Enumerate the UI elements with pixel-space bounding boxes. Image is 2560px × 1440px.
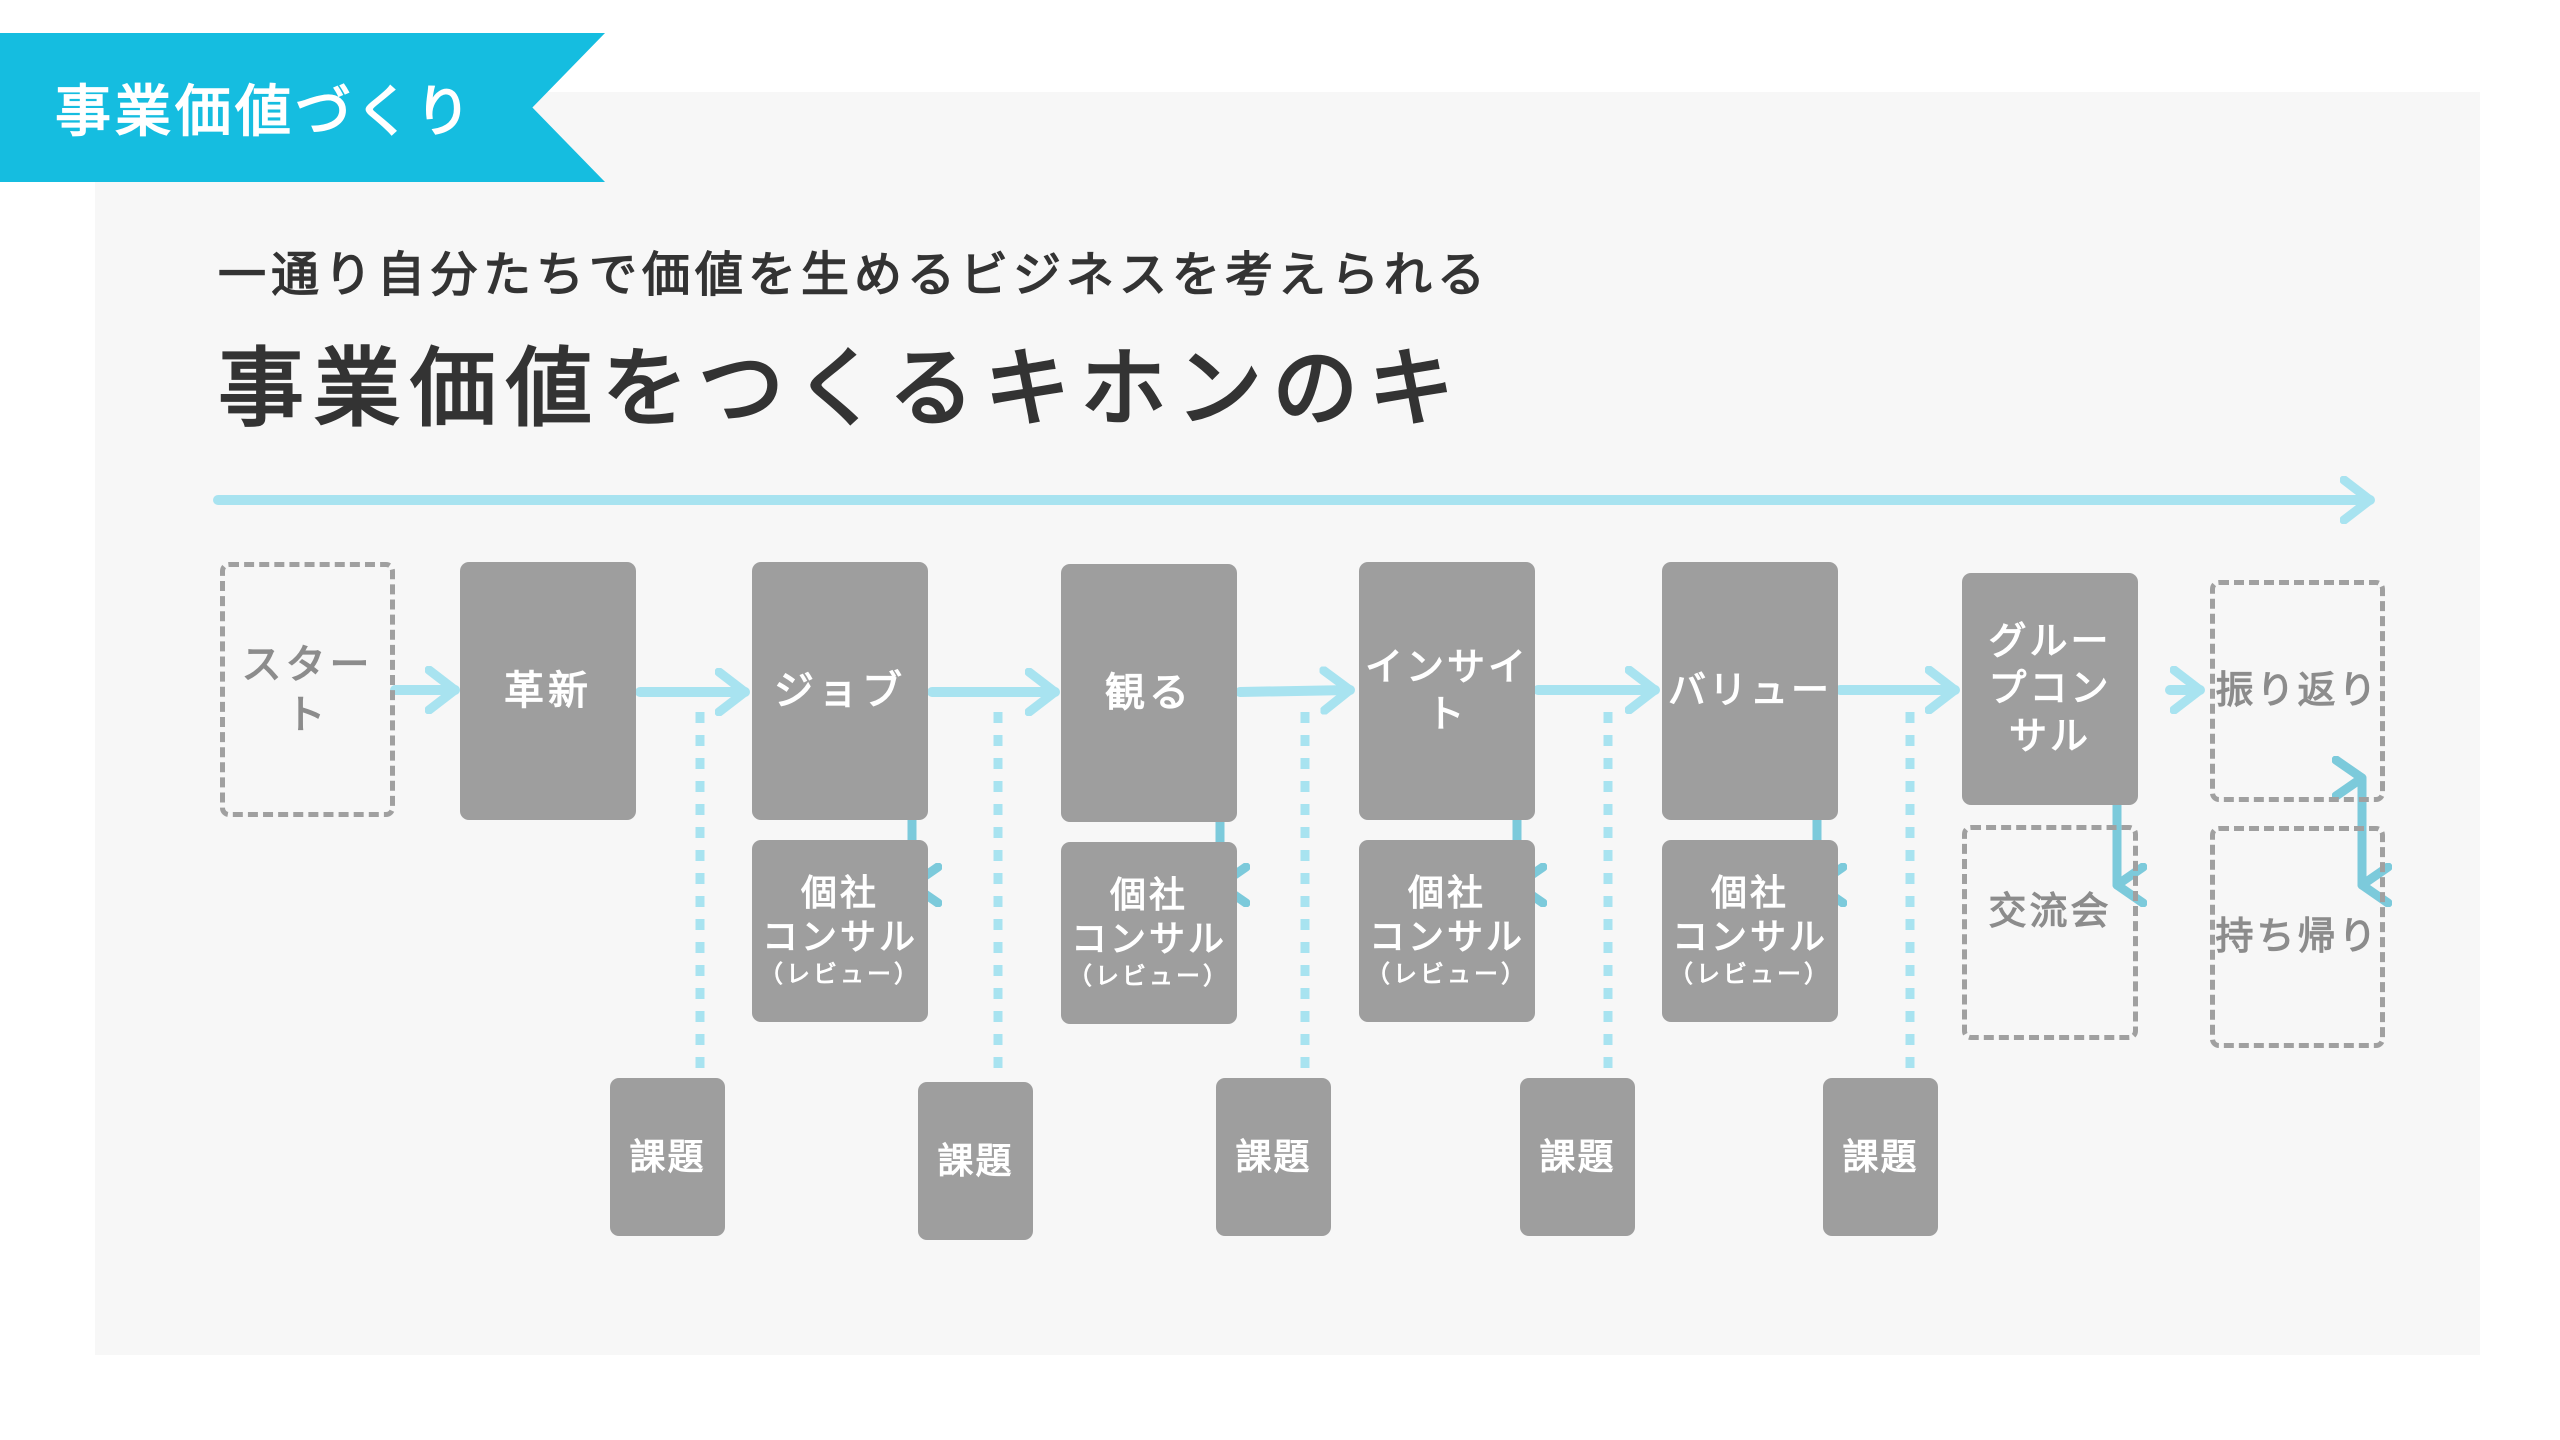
stage-value: バリュー [1662,562,1838,820]
consult-line1: 個社 [1407,873,1486,915]
stage-innovation-label: 革新 [504,668,592,714]
consult-note: （レビュー） [1068,962,1230,991]
issue-box-1: 課題 [610,1078,725,1236]
consult-line2: コンサル [1368,917,1525,959]
exchange-label: 交流会 [1988,889,2112,933]
stage-reflection-label: 振り返り [2215,668,2380,713]
section-banner: 事業価値づくり [0,33,605,182]
consult-review-observe: 個社 コンサル （レビュー） [1061,842,1237,1024]
consult-line2: コンサル [1070,919,1227,961]
issue-box-3: 課題 [1216,1078,1331,1236]
consult-line1: 個社 [1109,875,1188,917]
consult-line2: コンサル [1671,917,1828,959]
consult-line1: 個社 [800,873,879,915]
consult-line2: コンサル [761,917,918,959]
issue-box-2: 課題 [918,1082,1033,1240]
consult-note: （レビュー） [1669,960,1831,989]
consult-review-value: 個社 コンサル （レビュー） [1662,840,1838,1022]
page-title: 事業価値をつくるキホンのキ [218,339,1465,439]
exchange-meeting: 交流会 [1962,825,2138,1040]
issue-label: 課題 [1539,1136,1616,1178]
stage-insight-label: インサイト [1364,644,1529,737]
stage-group-consult-label: グループコンサル [1988,618,2112,758]
issue-label: 課題 [1235,1136,1312,1178]
issue-label: 課題 [1842,1136,1919,1178]
stage-observe-label: 観る [1105,670,1193,716]
takeaway-step: 持ち帰り [2210,826,2385,1048]
stage-group-consult: グループコンサル [1962,573,2138,805]
banner-label: 事業価値づくり [55,80,475,145]
start-label: スタート [241,641,374,738]
stage-job-label: ジョブ [774,668,906,714]
flow-arrow-4 [1235,690,1355,692]
issue-box-5: 課題 [1823,1078,1938,1236]
stage-value-label: バリュー [1667,668,1832,713]
consult-line1: 個社 [1710,873,1789,915]
stage-innovation: 革新 [460,562,636,820]
consult-review-insight: 個社 コンサル （レビュー） [1359,840,1535,1022]
page-subtitle: 一通り自分たちで価値を生めるビジネスを考えられる [218,247,1491,303]
consult-review-job: 個社 コンサル （レビュー） [752,840,928,1022]
start-step: スタート [220,562,395,817]
consult-note: （レビュー） [1366,960,1528,989]
stage-observe: 観る [1061,564,1237,822]
stage-reflection: 振り返り [2210,580,2385,802]
issue-box-4: 課題 [1520,1078,1635,1236]
consult-note: （レビュー） [759,960,921,989]
issue-label: 課題 [937,1140,1014,1182]
issue-label: 課題 [629,1136,706,1178]
stage-insight: インサイト [1359,562,1535,820]
stage-job: ジョブ [752,562,928,820]
takeaway-label: 持ち帰り [2215,914,2380,959]
